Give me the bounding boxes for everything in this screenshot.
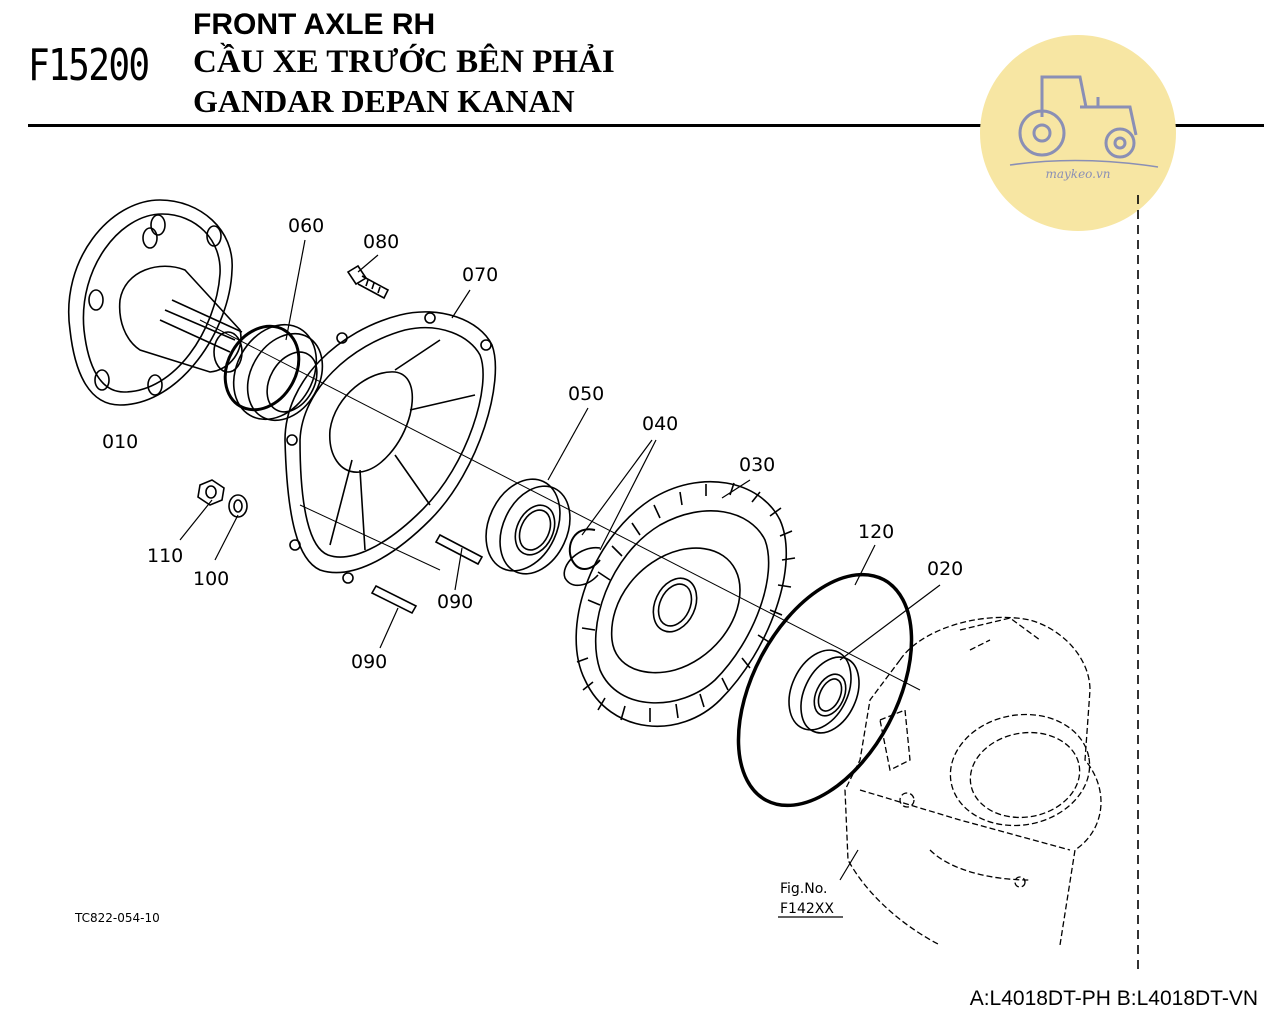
label-030: 030 <box>739 454 775 476</box>
watermark-text: maykeo.vn <box>1045 167 1110 181</box>
part-050-bearing <box>485 478 571 575</box>
title-indonesian: GANDAR DEPAN KANAN <box>193 83 575 119</box>
part-070-housing-cover <box>284 311 497 584</box>
axle-case-reference <box>844 616 1102 946</box>
figure-ref-line1: Fig.No. <box>780 881 828 897</box>
drawing-code: TC822-054-10 <box>74 911 160 925</box>
header-divider <box>28 124 1264 127</box>
part-090-stud-lower <box>370 584 418 615</box>
label-110: 110 <box>147 545 183 567</box>
label-020: 020 <box>927 558 963 580</box>
part-060-seal <box>223 323 324 422</box>
label-070: 070 <box>462 264 498 286</box>
label-080: 080 <box>363 231 399 253</box>
part-110-nut <box>197 479 225 506</box>
figure-ref-line2: F142XX <box>780 901 834 917</box>
label-040: 040 <box>642 413 678 435</box>
label-010: 010 <box>102 431 138 453</box>
section-code: F15200 <box>28 40 150 91</box>
part-030-bevel-gear <box>575 480 796 728</box>
watermark-logo: maykeo.vn <box>980 35 1176 231</box>
tractor-icon <box>1009 75 1159 168</box>
label-090-lower: 090 <box>351 651 387 673</box>
label-050: 050 <box>568 383 604 405</box>
title-vietnamese: CẦU XE TRƯỚC BÊN PHẢI <box>193 44 615 80</box>
leader-lines <box>179 239 941 881</box>
title-english: FRONT AXLE RH <box>193 8 436 41</box>
part-090-stud-upper <box>434 533 484 566</box>
part-120-o-ring <box>736 572 914 808</box>
part-080-bolt <box>346 264 390 300</box>
part-040-snap-rings <box>563 528 601 587</box>
part-100-washer <box>228 494 248 518</box>
label-120: 120 <box>858 521 894 543</box>
part-020-bearing <box>788 649 860 734</box>
label-090-upper: 090 <box>437 591 473 613</box>
model-applicability: A:L4018DT-PH B:L4018DT-VN <box>969 987 1258 1010</box>
label-100: 100 <box>193 568 229 590</box>
label-060: 060 <box>288 215 324 237</box>
part-010-hub-flange <box>67 199 243 406</box>
